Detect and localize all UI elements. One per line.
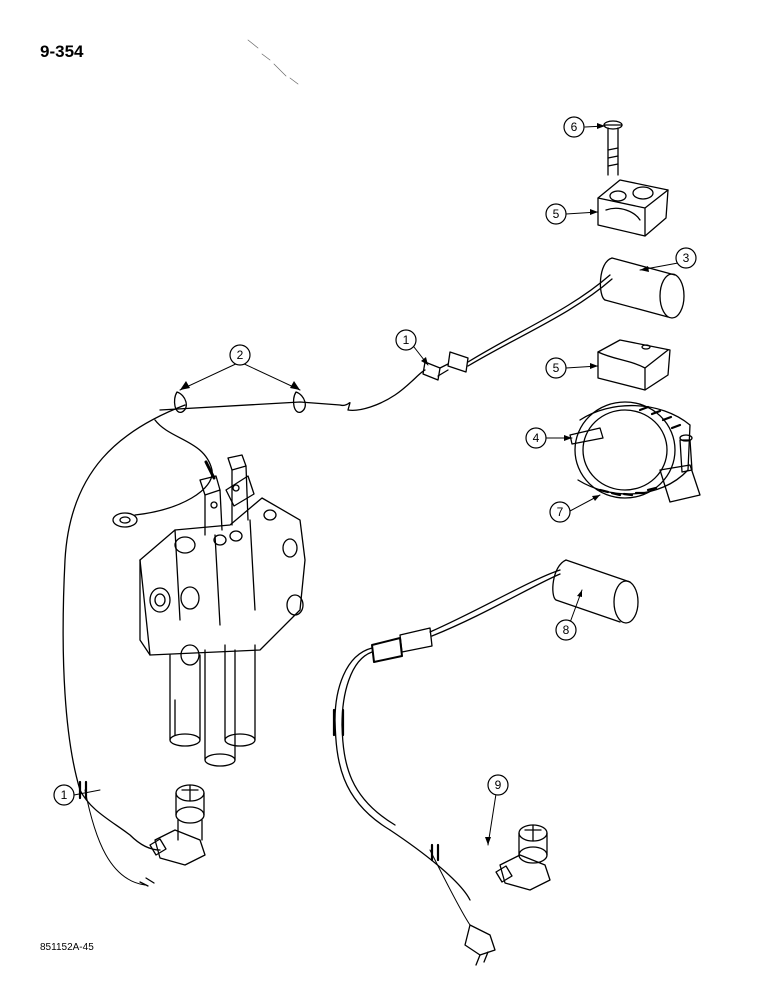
svg-text:7: 7 [557,505,564,519]
harness-1-left [62,404,216,887]
callout-7: 7 [549,501,571,523]
callout-8: 8 [555,619,577,641]
callout-2: 2 [229,344,251,366]
arrowheads [180,123,649,845]
svg-text:8: 8 [563,623,570,637]
pressure-switch-right [464,824,551,966]
sensor-3 [599,257,685,319]
sensor-8 [552,559,639,624]
callouts: 1 2 3 4 5 5 6 7 8 9 1 [53,116,697,806]
hose-clamp [569,401,701,503]
bolt-6 [603,120,623,176]
svg-text:1: 1 [61,788,68,802]
svg-text:3: 3 [683,251,690,265]
svg-text:9: 9 [495,778,502,792]
upper-harness [159,369,426,413]
svg-text:1: 1 [403,333,410,347]
svg-text:2: 2 [237,348,244,362]
svg-text:5: 5 [553,361,560,375]
callout-4: 4 [525,427,547,449]
callout-1-top: 1 [395,329,417,351]
scan-artifact [247,39,299,85]
clamp-block-lower [597,339,671,391]
callout-5-lower: 5 [545,357,567,379]
callout-9: 9 [487,774,509,796]
page-number: 9-354 [40,42,84,61]
callout-6: 6 [563,116,585,138]
svg-text:4: 4 [533,431,540,445]
svg-text:5: 5 [553,207,560,221]
connector-1 [422,274,613,381]
clamp-block-upper [597,179,669,237]
lower-harness [332,569,561,926]
figure-code: 851152A-45 [40,942,94,953]
callout-1-bottom: 1 [53,784,75,806]
callout-5-upper: 5 [545,203,567,225]
control-valve [139,454,306,767]
pressure-switch-left [149,784,206,866]
svg-text:6: 6 [571,120,578,134]
callout-3: 3 [675,247,697,269]
